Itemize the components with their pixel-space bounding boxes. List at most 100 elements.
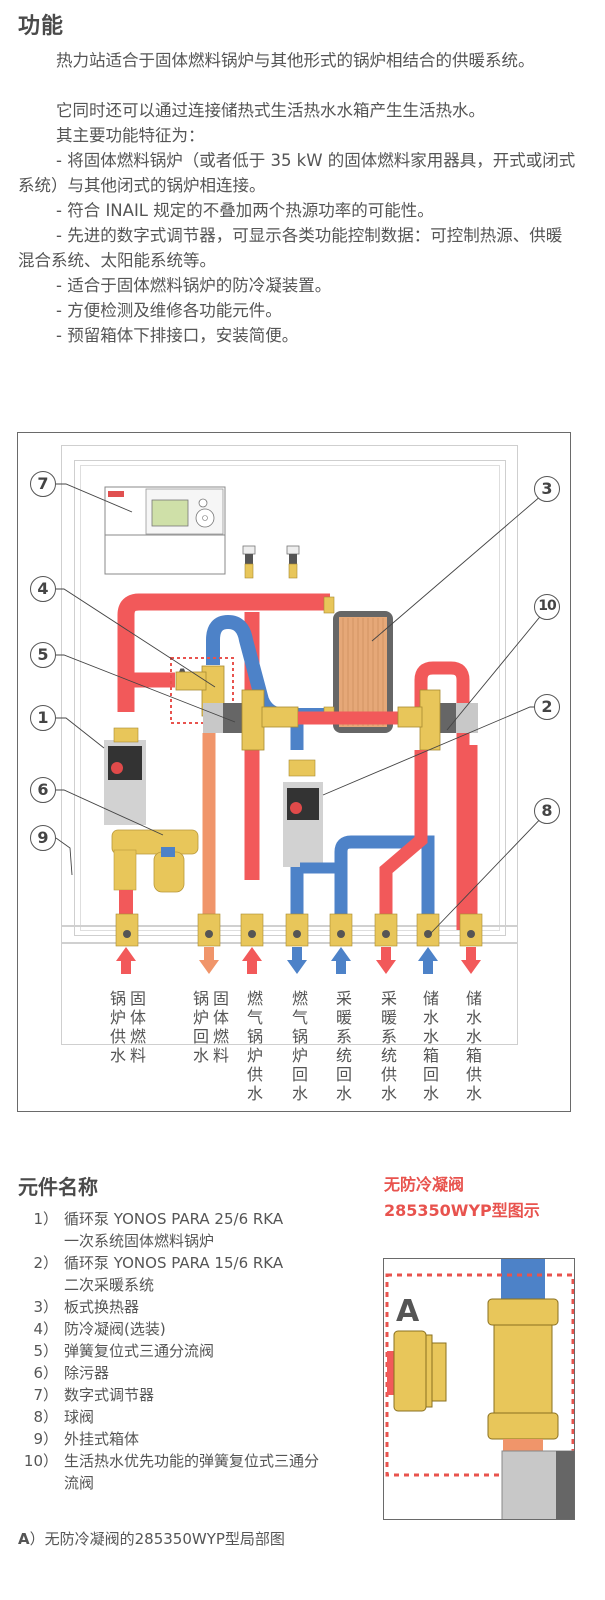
callout-4: 4 <box>30 576 56 602</box>
component-number: 8） <box>33 1408 58 1426</box>
connection-label-text: 固体燃料 <box>127 990 146 1066</box>
connection-label-text: 固体燃料 <box>210 990 229 1066</box>
connection-label: 储水水箱供水 <box>462 990 482 1104</box>
connection-label-text: 燃气锅炉回水 <box>289 990 308 1104</box>
diverter-valve-5 <box>241 689 265 751</box>
component-name: 球阀 <box>64 1408 95 1426</box>
cabinet-outer <box>61 445 518 1045</box>
pipe-cold-loop <box>206 614 330 722</box>
air-vents <box>242 545 300 579</box>
connection-label: 固体燃料锅炉回水 <box>189 990 229 1066</box>
hydraulic-diagram: A <box>55 483 560 947</box>
component-name: 除污器 <box>64 1364 110 1382</box>
detail-a-box <box>170 657 234 724</box>
callout-1: 1 <box>30 705 56 731</box>
component-item: 5） 弹簧复位式三通分流阀 <box>22 1340 372 1362</box>
callout-10: 10 <box>534 594 560 620</box>
component-number: 10） <box>23 1452 58 1470</box>
feature-6: - 预留箱体下排接口，安装简便。 <box>56 326 299 345</box>
connection-label: 采暖系统供水 <box>377 990 397 1104</box>
component-number: 5） <box>33 1342 58 1360</box>
inset-detail-a: A <box>383 1258 575 1520</box>
component-item: 3）板式换热器 <box>22 1296 372 1318</box>
ball-valve <box>115 913 139 947</box>
component-text: 弹簧复位式三通分流阀 <box>64 1340 372 1362</box>
dirt-separator <box>111 829 199 855</box>
connection-label-text: 锅炉供水 <box>107 990 126 1066</box>
callout-2: 2 <box>534 694 560 720</box>
connection-label-text: 采暖系统供水 <box>378 990 397 1104</box>
component-number: 4） <box>33 1320 58 1338</box>
component-name: 弹簧复位式三通分流阀 <box>64 1342 215 1360</box>
component-item: 7） 数字式调节器 <box>22 1384 372 1406</box>
connection-label: 采暖系统回水 <box>332 990 352 1104</box>
ball-valves <box>115 913 483 947</box>
component-subtext: 流阀 <box>64 1474 95 1492</box>
flow-arrow-up <box>116 947 136 974</box>
component-number: 9） <box>33 1430 58 1448</box>
feature-4: - 适合于固体燃料锅炉的防冷凝装置。 <box>56 276 332 295</box>
paragraph-2: 它同时还可以通过连接储热式生活热水水箱产生生活热水。 <box>56 101 485 120</box>
component-item: 4） 防冷凝阀(选装) <box>22 1318 372 1340</box>
footnote-text: ）无防冷凝阀的285350WYP型局部图 <box>29 1530 285 1548</box>
component-number: 1） <box>33 1210 58 1228</box>
flow-arrow-down <box>287 947 307 974</box>
feature-1: - 将固体燃料锅炉（或者低于 35 kW 的固体燃料家用器具，开式或闭式系统）与… <box>18 151 576 195</box>
inset-title: 无防冷凝阀 285350WYP型图示 <box>384 1172 540 1224</box>
connection-label: 储水水箱回水 <box>419 990 439 1104</box>
connection-label: 燃气锅炉回水 <box>288 990 308 1104</box>
callout-3: 3 <box>534 476 560 502</box>
component-text: 防冷凝阀(选装) <box>64 1318 372 1340</box>
component-text: 板式换热器 <box>64 1296 372 1318</box>
diagram-frame <box>17 432 571 1112</box>
component-item: 6） 除污器 <box>22 1362 372 1384</box>
component-name: 数字式调节器 <box>64 1386 155 1404</box>
feature-2: - 符合 INAIL 规定的不叠加两个热源功率的可能性。 <box>56 201 434 220</box>
connection-label-text: 储水水箱回水 <box>420 990 439 1104</box>
pipe-hot-header <box>117 593 330 712</box>
lcd-screen <box>151 499 189 527</box>
component-number: 2） <box>33 1254 58 1272</box>
ball-valve <box>374 913 398 947</box>
component-text: 数字式调节器 <box>64 1384 372 1406</box>
feature-5: - 方便检测及维修各功能元件。 <box>56 301 282 320</box>
ball-valve <box>416 913 440 947</box>
callout-6: 6 <box>30 777 56 803</box>
component-item: 2） 循环泵 YONOS PARA 15/6 RKA 二次采暖系统 <box>22 1252 372 1296</box>
flow-arrow-down <box>376 947 396 974</box>
footnote-marker: A <box>18 1530 30 1548</box>
inset-drawing: A <box>385 1259 574 1519</box>
component-text: 球阀 <box>64 1406 372 1428</box>
component-number: 7） <box>33 1386 58 1404</box>
ball-valve <box>329 913 353 947</box>
flow-arrow-up <box>418 947 438 974</box>
callout-9: 9 <box>30 825 56 851</box>
component-name: 循环泵 YONOS PARA 15/6 RKA <box>64 1254 284 1272</box>
ball-valve <box>285 913 309 947</box>
diverter-valve-10 <box>419 689 441 751</box>
component-name: 防冷凝阀(选装) <box>64 1320 166 1338</box>
flow-arrows <box>116 947 481 974</box>
ball-valve <box>459 913 483 947</box>
component-text: 除污器 <box>64 1362 372 1384</box>
connection-label-text: 锅炉回水 <box>190 990 209 1066</box>
inset-title-line2: 285350WYP型图示 <box>384 1201 540 1220</box>
component-name: 外挂式箱体 <box>64 1430 140 1448</box>
component-subtext: 一次系统固体燃料锅炉 <box>64 1232 215 1250</box>
component-number: 6） <box>33 1364 58 1382</box>
section-title-components: 元件名称 <box>18 1175 98 1199</box>
flow-arrow-down <box>461 947 481 974</box>
component-item: 9） 外挂式箱体 <box>22 1428 372 1450</box>
component-text: 外挂式箱体 <box>64 1428 372 1450</box>
component-item: 8） 球阀 <box>22 1406 372 1428</box>
ball-valve <box>240 913 264 947</box>
feature-3: - 先进的数字式调节器，可显示各类功能控制数据：可控制热源、供暖混合系统、太阳能… <box>18 226 563 270</box>
flow-arrow-down <box>199 947 219 974</box>
callout-5: 5 <box>30 642 56 668</box>
component-name: 板式换热器 <box>64 1298 140 1316</box>
paragraph-3: 其主要功能特征为： <box>56 126 205 145</box>
component-subtext: 二次采暖系统 <box>64 1276 155 1294</box>
